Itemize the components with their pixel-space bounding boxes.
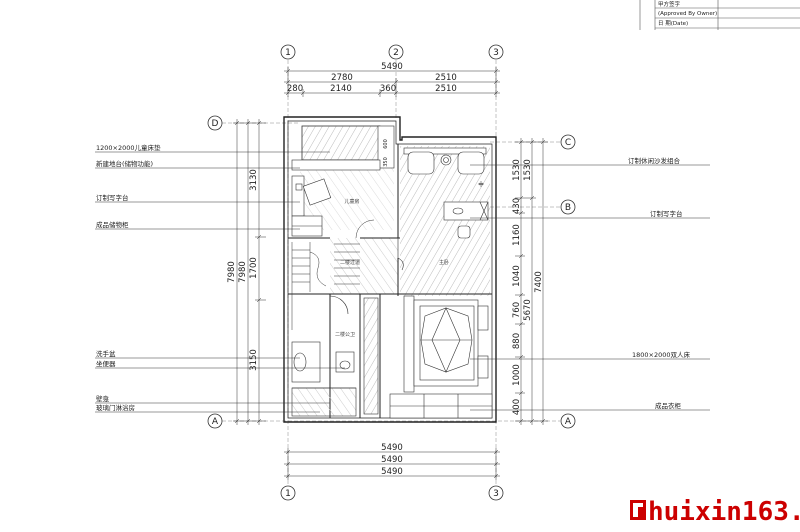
axis-label-right-A: A — [565, 417, 572, 427]
dim-top-2510-a: 2510 — [435, 73, 457, 83]
axis-label-top-2: 2 — [393, 48, 399, 58]
watermark-text: huixin163.com — [648, 497, 800, 527]
dim-right-1040: 1040 — [512, 265, 522, 287]
door-swing-kids — [355, 219, 375, 239]
dim-top-2140: 2140 — [330, 84, 352, 94]
dim-right-760: 760 — [512, 302, 522, 318]
room-label-kids: 儿童房 — [344, 198, 359, 205]
dim-right-1160: 1160 — [512, 224, 522, 246]
dim-bottom-2: 5490 — [381, 455, 403, 465]
label-toilet: 坐便器 — [96, 359, 116, 368]
axis-bubble-top-1 — [280, 44, 296, 60]
dim-left-1700: 1700 — [249, 257, 259, 279]
room-label-master: 主卧 — [439, 259, 449, 266]
dim-right-1530: 1530 — [512, 159, 522, 181]
axis-bubble-bottom-1 — [280, 485, 296, 501]
dim-bottom-3: 5490 — [381, 467, 403, 477]
bottom-dimension-lines — [284, 448, 500, 480]
label-platform: 新建地台(储物功能) — [96, 159, 153, 168]
dim-right-mid-1530: 1530 — [523, 159, 533, 181]
dim-right-430: 430 — [512, 198, 522, 214]
kids-bed — [291, 125, 395, 171]
label-desk-right: 订制写字台 — [650, 209, 683, 218]
axis-label-bottom-1: 1 — [285, 489, 291, 499]
axis-bubble-bottom-3 — [488, 485, 504, 501]
axis-bubble-left-A — [207, 413, 223, 429]
title-date: 日 期(Date) — [658, 20, 688, 27]
corridor-floor — [330, 238, 398, 294]
room-dim-350: 350 — [383, 157, 389, 167]
label-shower: 玻璃门淋浴房 — [96, 403, 135, 412]
staircase — [291, 242, 360, 330]
label-wardrobe: 成品衣柜 — [655, 401, 682, 410]
title-block — [639, 0, 800, 30]
title-approval-cn: 甲方签字 — [658, 0, 681, 8]
axis-label-left-A: A — [212, 417, 219, 427]
wardrobe — [389, 393, 493, 419]
dim-top-2780: 2780 — [331, 73, 353, 83]
dim-right-1000: 1000 — [512, 364, 522, 386]
axis-bubble-top-2 — [388, 44, 404, 60]
dim-right-880: 880 — [512, 333, 522, 349]
label-kids-mattress: 1200×2000儿童床垫 — [96, 143, 161, 152]
axis-label-bottom-3: 3 — [493, 489, 499, 499]
dim-left-outer: 7980 — [227, 261, 237, 283]
dim-top-total: 5490 — [381, 62, 403, 72]
double-bed — [403, 295, 489, 393]
master-desk — [443, 201, 489, 239]
corridor-wall-bump — [397, 238, 404, 271]
axis-label-right-C: C — [565, 138, 571, 148]
top-dimension-lines — [284, 67, 500, 97]
right-dimension-lines — [515, 138, 548, 425]
room-dim-600: 600 — [383, 139, 389, 149]
interior-walls — [288, 144, 492, 418]
outer-walls — [283, 116, 497, 423]
dim-left-3150: 3150 — [249, 349, 259, 371]
axis-bubble-right-A — [560, 413, 576, 429]
label-sofa-group: 订制休闲沙发组合 — [628, 156, 681, 165]
label-desk-left: 订制写字台 — [96, 193, 129, 202]
axis-label-right-B: B — [565, 203, 571, 213]
right-leader-lines — [470, 164, 710, 411]
axis-label-top-1: 1 — [285, 48, 291, 58]
dim-left-3130: 3130 — [249, 169, 259, 191]
axis-bubble-top-3 — [488, 44, 504, 60]
dim-right-outer-7400: 7400 — [534, 271, 544, 293]
dim-left-mid: 7980 — [238, 261, 248, 283]
axis-bubble-right-B — [560, 199, 576, 215]
label-niche: 壁龛 — [96, 394, 110, 403]
left-dimension-lines — [233, 119, 266, 425]
sofa-group — [403, 147, 487, 187]
axis-bubble-left-D — [207, 115, 223, 131]
storage-cabinet — [291, 215, 323, 237]
room-label-bath: 二楼公卫 — [335, 331, 355, 338]
label-storage-cabinet: 成品储物柜 — [96, 220, 129, 229]
title-approval-en: (Approved By Owner) — [658, 11, 717, 17]
bathroom-fixtures — [291, 295, 379, 417]
kids-desk — [291, 175, 332, 217]
dim-bottom-1: 5490 — [381, 443, 403, 453]
room-label-corridor: 二楼过道 — [340, 259, 360, 266]
watermark-logo — [630, 500, 646, 520]
dim-right-400: 400 — [512, 399, 522, 415]
dim-right-mid-5670: 5670 — [523, 299, 533, 321]
left-leader-lines — [95, 151, 345, 413]
axis-label-left-D: D — [212, 119, 219, 129]
axis-bubble-right-C — [560, 134, 576, 150]
dim-top-2510-b: 2510 — [435, 84, 457, 94]
label-wash-basin: 洗手盆 — [96, 349, 116, 358]
dim-top-280: 280 — [287, 84, 303, 94]
dim-top-360: 360 — [380, 84, 396, 94]
axis-label-top-3: 3 — [493, 48, 499, 58]
label-double-bed: 1800×2000双人床 — [632, 350, 691, 359]
